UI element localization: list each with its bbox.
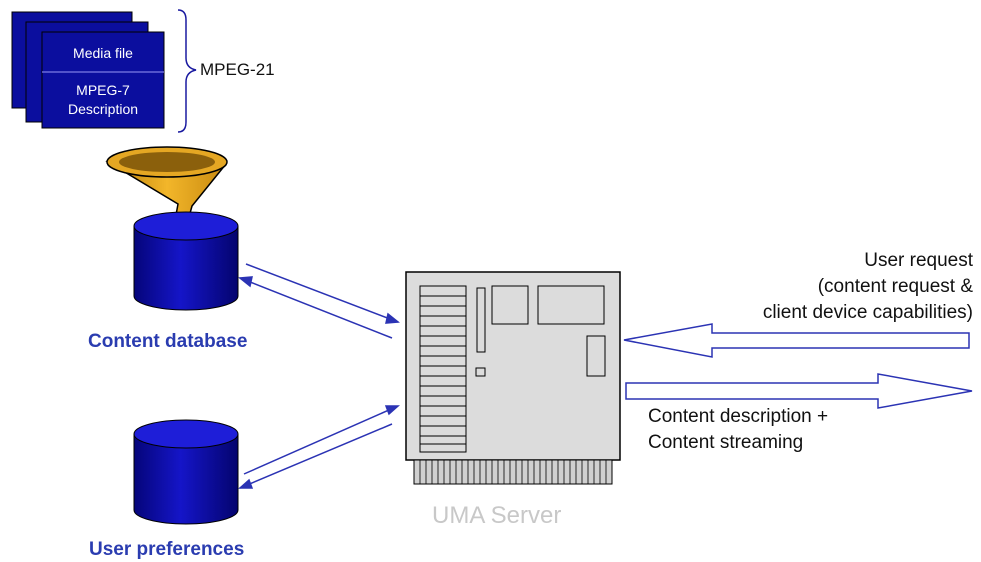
content-db-server-arrows (238, 263, 400, 339)
content-database-label: Content database (88, 331, 248, 352)
media-file-label: Media file (73, 45, 133, 61)
content-database-icon (133, 211, 239, 311)
uma-server-label: UMA Server (432, 502, 562, 529)
user-preferences-database-icon (133, 419, 239, 525)
mpeg21-label: MPEG-21 (200, 60, 275, 79)
request-arrow (623, 323, 970, 358)
mpeg7-description-label: MPEG-7 Description (67, 82, 139, 117)
user-request-label: User request (content request & client d… (762, 250, 973, 323)
uma-server-icon (405, 271, 621, 485)
content-response-label: Content description + Content streaming (648, 406, 829, 453)
document-stack (11, 11, 165, 129)
doc-page-front (41, 31, 165, 129)
response-arrow (625, 373, 973, 409)
preferences-db-server-arrows (238, 405, 400, 489)
user-preferences-label: User preferences (89, 539, 245, 560)
group-brace (177, 9, 197, 133)
